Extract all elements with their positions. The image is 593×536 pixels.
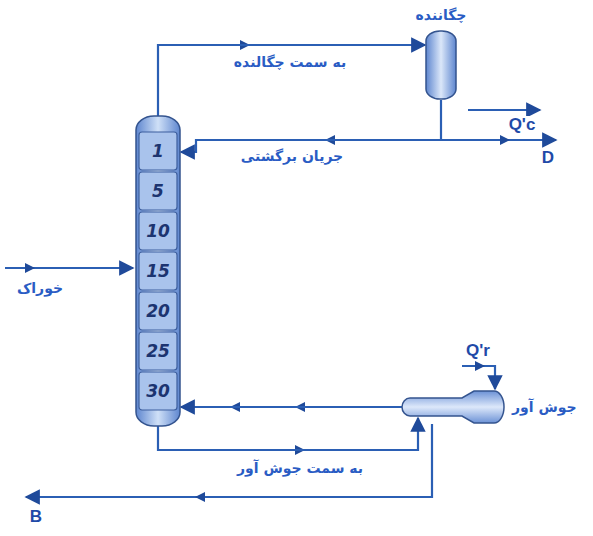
kettle-shell [400, 390, 506, 424]
tray-section [139, 252, 177, 290]
tray-number: 30 [139, 382, 177, 400]
stream-label: جریان برگشتی [239, 147, 345, 165]
tray-number: 20 [139, 302, 177, 320]
reboiler-duty-line [462, 366, 495, 389]
tray-number: 10 [139, 222, 177, 240]
feed-line [5, 267, 133, 269]
flow-arrow [195, 492, 205, 502]
stream-name: B [28, 508, 44, 526]
flow-arrow [500, 135, 510, 145]
tray-section [139, 212, 177, 250]
unit-label: چگاننده [416, 6, 467, 24]
tray-number: 15 [139, 262, 177, 280]
stream-name: خوراک [15, 279, 65, 297]
tray-section [139, 372, 177, 410]
heat-duty-label: Q'r [464, 342, 492, 360]
distillate-line [441, 139, 556, 141]
flow-arrow [25, 263, 35, 273]
tray-section [139, 132, 177, 170]
stream-label: به سمت چگالنده [232, 53, 348, 71]
heat-duty-label: Q'c [507, 116, 538, 134]
stream-connector [158, 418, 418, 450]
bottoms-line [26, 424, 432, 497]
stream-connector [181, 100, 441, 152]
stream-label: به سمت جوش آور [235, 459, 365, 477]
unit-label: جوش آور [512, 398, 577, 416]
stream-connector [158, 45, 425, 117]
tray-number: 25 [139, 342, 177, 360]
tray-section [139, 332, 177, 370]
stream-name: D [540, 149, 556, 167]
distillation-column: 151015202530 [135, 115, 181, 427]
tray-number: 5 [139, 182, 177, 200]
tray-number: 1 [139, 142, 177, 160]
tray-section [139, 172, 177, 210]
flow-arrow [475, 361, 485, 371]
stream-connector [181, 406, 402, 408]
reboiler-vessel: جوش آور [392, 380, 590, 430]
condenser-duty-arrow [468, 109, 540, 111]
condenser-drum [425, 30, 457, 100]
condenser-vessel: چگاننده [405, 4, 477, 104]
tray-section [139, 292, 177, 330]
